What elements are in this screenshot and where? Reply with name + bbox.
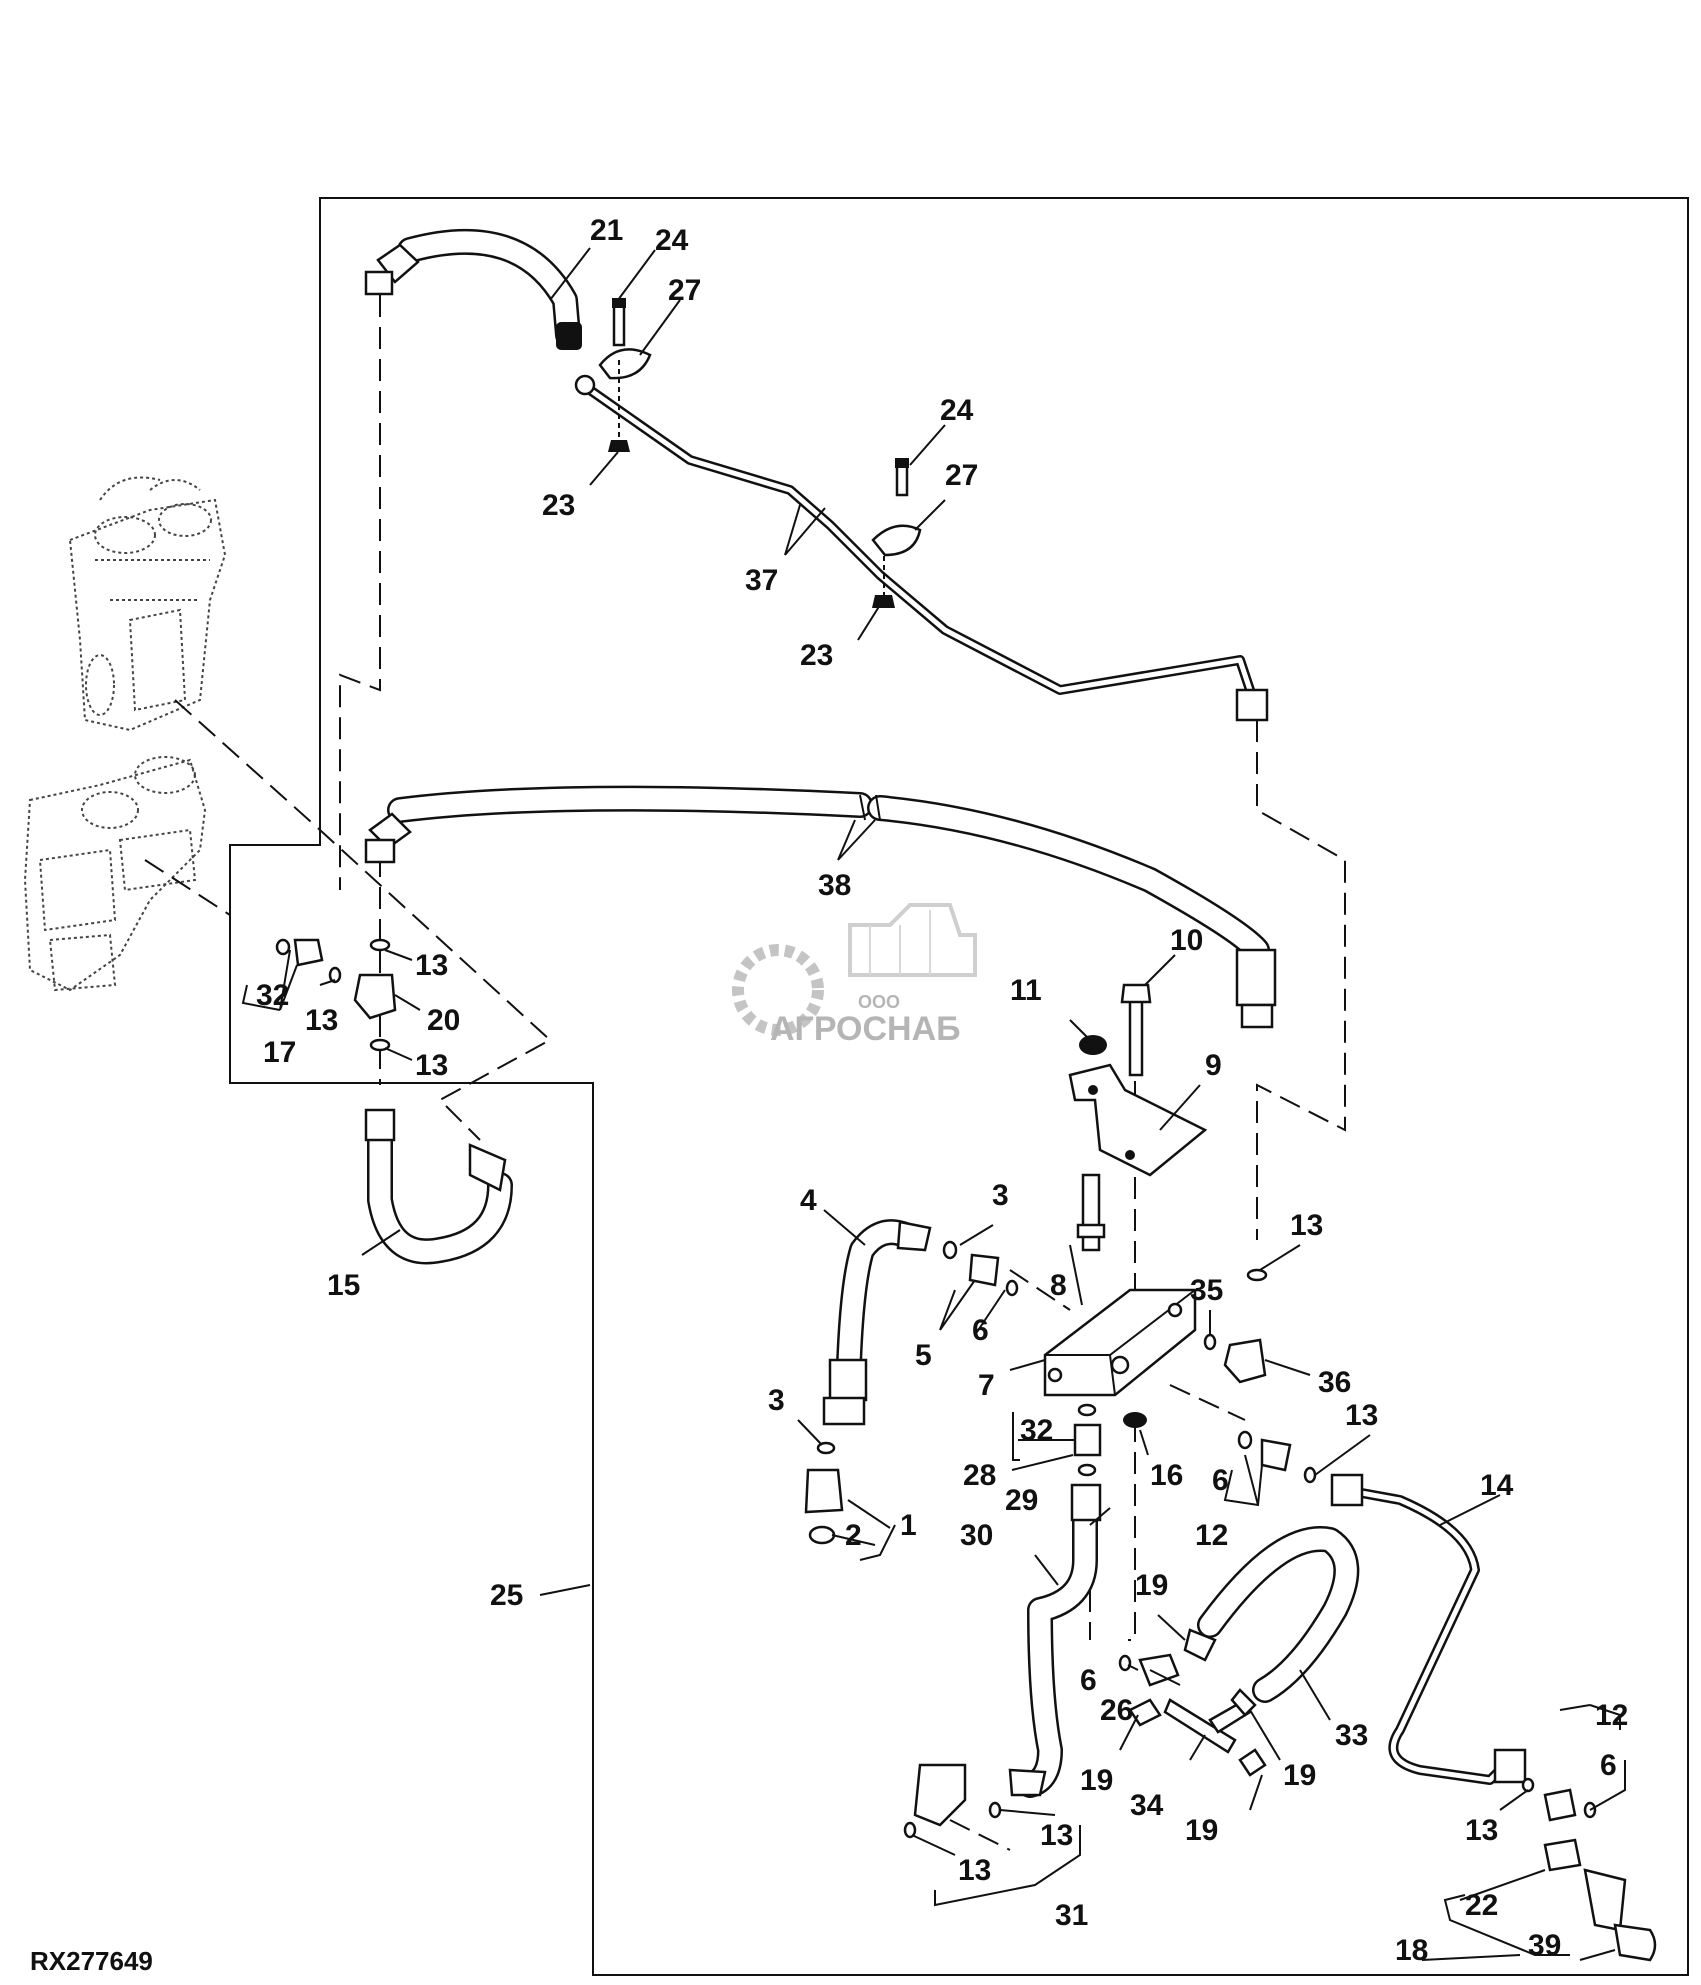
hose-15 — [364, 1108, 513, 1265]
callout-13: 13 — [415, 1049, 448, 1082]
callout-13: 13 — [1290, 1209, 1323, 1242]
callout-24: 24 — [940, 394, 974, 427]
valve-block-7 — [1043, 1288, 1197, 1397]
watermark-prefix: ООО — [858, 992, 900, 1012]
callout-38: 38 — [818, 869, 851, 902]
hose-33 — [1118, 1526, 1360, 1777]
callout-6: 6 — [1600, 1749, 1617, 1782]
callout-13: 13 — [1465, 1814, 1498, 1847]
callout-32: 32 — [1020, 1414, 1053, 1447]
callout-27: 27 — [945, 459, 978, 492]
callout-33: 33 — [1335, 1719, 1368, 1752]
callout-39: 39 — [1528, 1929, 1561, 1962]
callout-34: 34 — [1130, 1789, 1164, 1822]
callout-1: 1 — [900, 1509, 917, 1542]
tube-14 — [1237, 1430, 1597, 1822]
callout-30: 30 — [960, 1519, 993, 1552]
callout-labels: 21 24 27 23 24 27 37 23 38 13 32 13 20 1… — [256, 214, 1628, 1967]
callout-13: 13 — [415, 949, 448, 982]
callout-28: 28 — [963, 1459, 996, 1492]
callout-19: 19 — [1080, 1764, 1113, 1797]
tube-37 — [574, 374, 1269, 722]
callout-32: 32 — [256, 979, 289, 1012]
callout-10: 10 — [1170, 924, 1203, 957]
callout-leaders — [241, 247, 1626, 1961]
clamp-assembly-b — [871, 458, 922, 608]
watermark-logo: ООО АГРОСНАБ — [732, 903, 977, 1048]
callout-37: 37 — [745, 564, 778, 597]
callout-17: 17 — [263, 1036, 296, 1069]
callout-15: 15 — [327, 1269, 360, 1302]
callout-20: 20 — [427, 1004, 460, 1037]
clamp-assembly-a — [598, 298, 652, 452]
callout-19: 19 — [1283, 1759, 1316, 1792]
callout-31: 31 — [1055, 1899, 1088, 1932]
callout-29: 29 — [1005, 1484, 1038, 1517]
callout-8: 8 — [1050, 1269, 1067, 1302]
assembly-frame — [229, 197, 1689, 1976]
fitting-group-20-17 — [275, 938, 397, 1052]
callout-2: 2 — [845, 1519, 862, 1552]
callout-13: 13 — [958, 1854, 991, 1887]
callout-6: 6 — [1080, 1664, 1097, 1697]
callout-11: 11 — [1010, 974, 1042, 1007]
watermark-company-name: АГРОСНАБ — [770, 1010, 961, 1048]
drawing-code: RX277649 — [30, 1946, 153, 1976]
callout-7: 7 — [978, 1369, 995, 1402]
callout-3: 3 — [992, 1179, 1009, 1212]
callout-19: 19 — [1185, 1814, 1218, 1847]
callout-4: 4 — [800, 1184, 817, 1217]
callout-21: 21 — [590, 214, 623, 247]
callout-3: 3 — [768, 1384, 785, 1417]
callout-12: 12 — [1595, 1699, 1628, 1732]
hose-38 — [364, 785, 1277, 1029]
callout-13: 13 — [1345, 1399, 1378, 1432]
callout-5: 5 — [915, 1339, 932, 1372]
callout-12: 12 — [1195, 1519, 1228, 1552]
callout-27: 27 — [668, 274, 701, 307]
callout-13: 13 — [1040, 1819, 1073, 1852]
callout-36: 36 — [1318, 1366, 1351, 1399]
callout-13: 13 — [305, 1004, 338, 1037]
hose-4 — [804, 1219, 1019, 1545]
fitting-36 — [1123, 1268, 1268, 1428]
callout-19: 19 — [1135, 1569, 1168, 1602]
callout-23: 23 — [542, 489, 575, 522]
callout-25: 25 — [490, 1579, 523, 1612]
callout-6: 6 — [1212, 1464, 1229, 1497]
reference-valve-assembly — [23, 476, 227, 992]
bracket-9 — [1068, 983, 1208, 1252]
callout-23: 23 — [800, 639, 833, 672]
hose-21 — [364, 228, 582, 350]
callout-22: 22 — [1465, 1889, 1498, 1922]
hose-30 — [903, 1403, 1102, 1839]
callout-9: 9 — [1205, 1049, 1222, 1082]
callout-35: 35 — [1190, 1274, 1223, 1307]
assembly-guide-lines — [144, 295, 1346, 1851]
callout-16: 16 — [1150, 1459, 1183, 1492]
coupler-18 — [1543, 1838, 1657, 1962]
callout-18: 18 — [1395, 1934, 1428, 1967]
callout-14: 14 — [1480, 1469, 1514, 1502]
callout-26: 26 — [1100, 1694, 1133, 1727]
callout-6: 6 — [972, 1314, 989, 1347]
callout-24: 24 — [655, 224, 689, 257]
